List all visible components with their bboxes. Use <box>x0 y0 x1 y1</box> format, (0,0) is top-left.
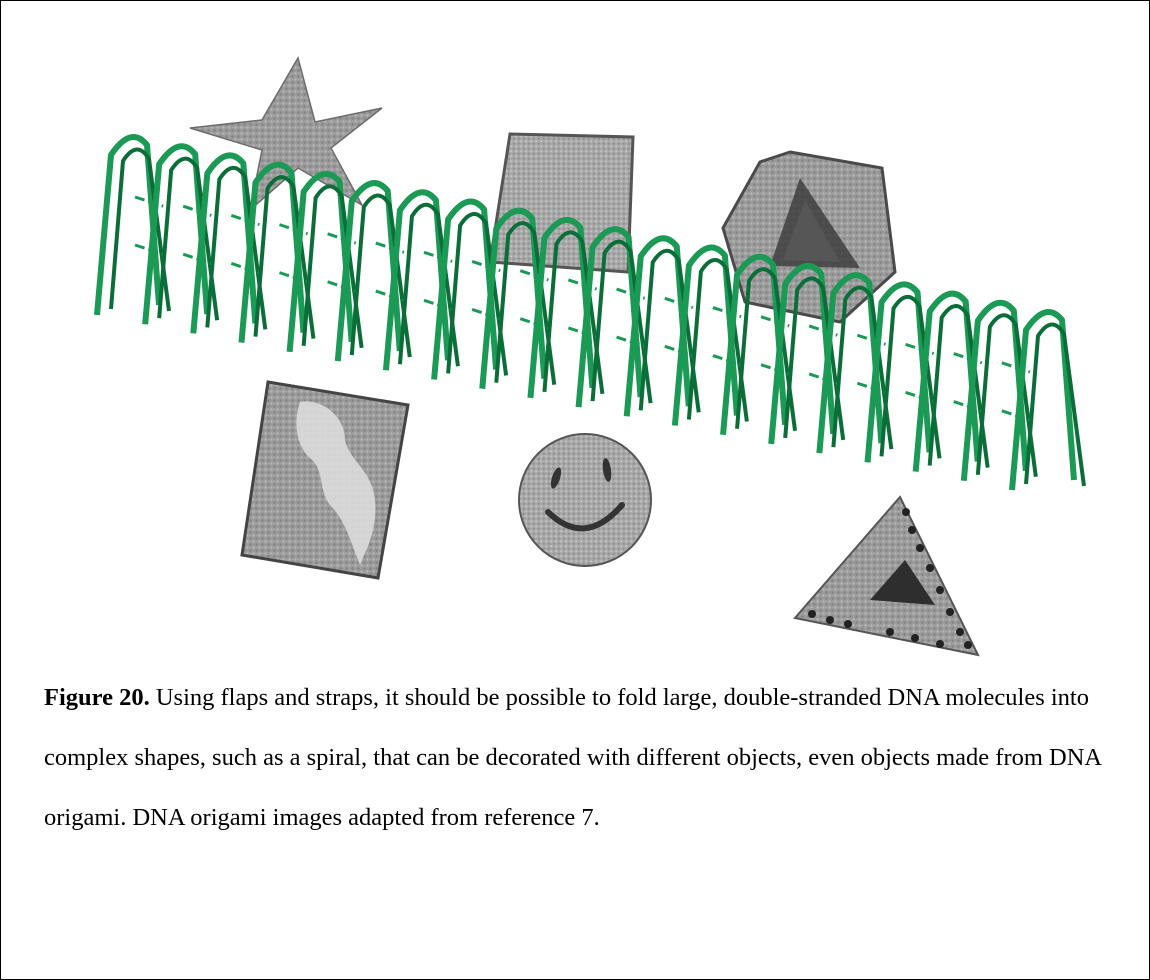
triangle-origami <box>795 497 978 655</box>
figure-label: Figure 20. <box>44 684 150 711</box>
figure-illustration <box>0 0 1150 670</box>
map-origami <box>242 382 408 578</box>
square-origami-top <box>490 134 633 272</box>
smiley-origami <box>519 434 651 566</box>
figure-caption: Figure 20. Using flaps and straps, it sh… <box>44 668 1114 848</box>
figure-caption-text: Using flaps and straps, it should be pos… <box>44 684 1101 831</box>
